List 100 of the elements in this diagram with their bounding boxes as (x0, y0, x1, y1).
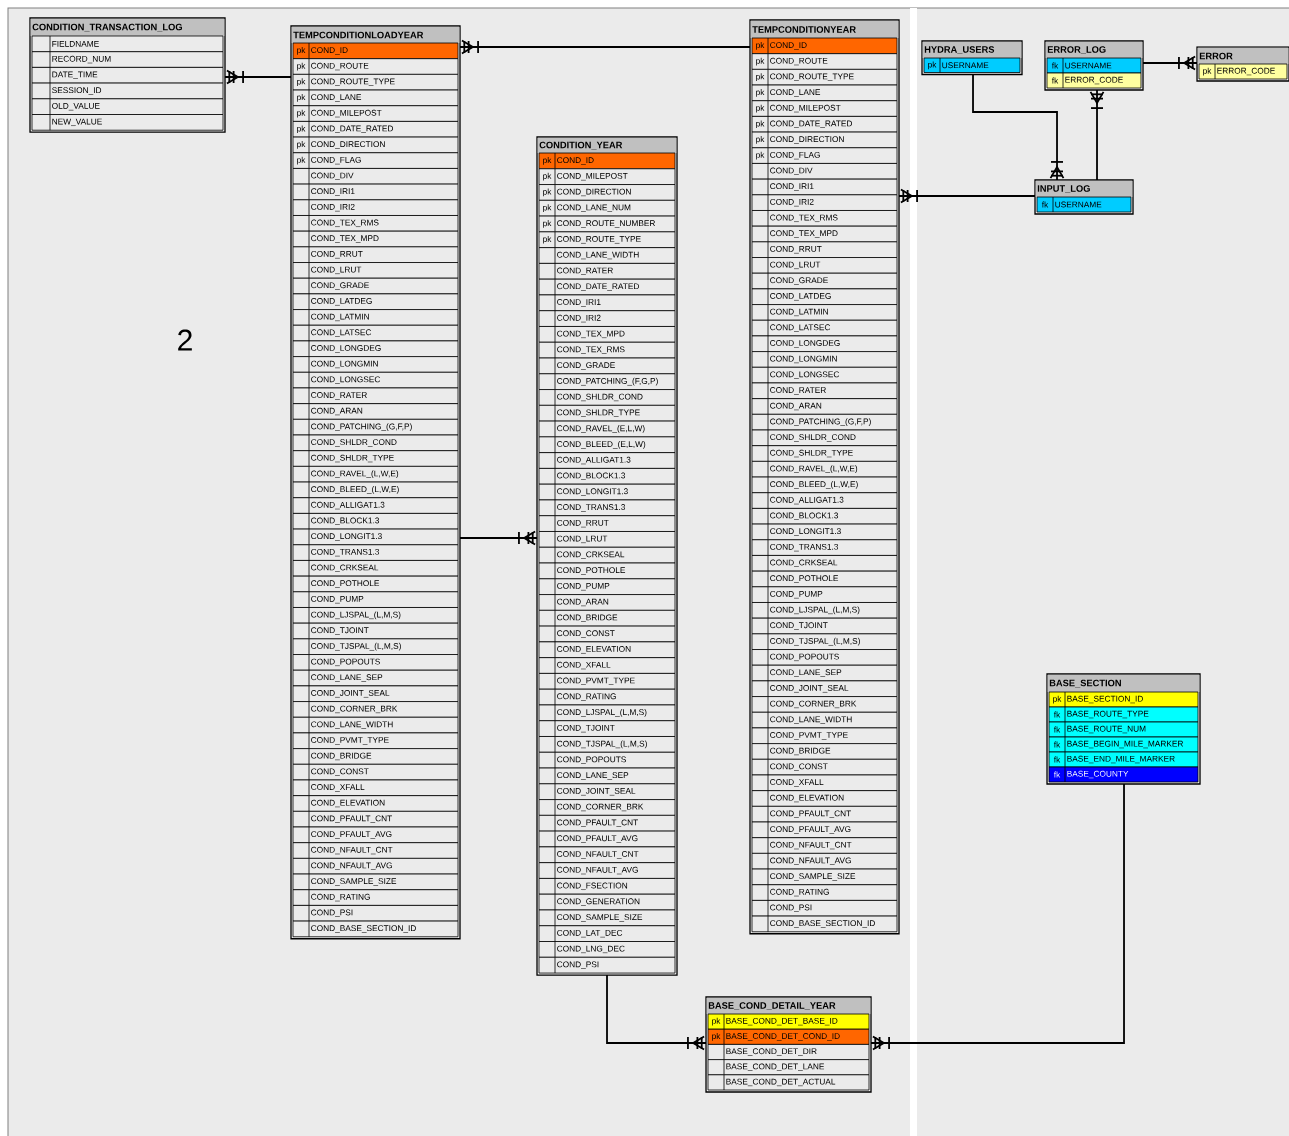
table-row: COND_LONGSEC (751, 366, 898, 384)
table-row: COND_LONGSEC (292, 371, 459, 389)
table-row: COND_BLOCK1.3 (751, 508, 898, 525)
table-row: COND_RATER (538, 263, 676, 280)
table-row: COND_RAVEL_(E,L,W) (538, 420, 676, 438)
table-row: COND_BLEED_(L,W,E) (292, 481, 459, 499)
table-row: COND_BASE_SECTION_ID (751, 915, 898, 933)
table-row: COND_SAMPLE_SIZE (751, 868, 898, 886)
table-row: COND_DIV (292, 168, 459, 185)
table-row: COND_LANE_SEP (292, 669, 459, 687)
table-row: COND_FSECTION (538, 878, 676, 895)
table-row: COND_RAVEL_(L,W,E) (751, 460, 898, 478)
table-row: COND_PFAULT_CNT (292, 810, 459, 828)
table-row: pk COND_ID (751, 37, 898, 55)
table-row: COND_CORNER_BRK (292, 701, 459, 718)
table-row: COND_BRIDGE (538, 609, 676, 627)
table-row: pk COND_ROUTE_TYPE (292, 73, 459, 91)
table-row: COND_LANE_WIDTH (538, 247, 676, 264)
table-row: COND_ALLIGAT1.3 (751, 492, 898, 509)
table-row: COND_CORNER_BRK (538, 799, 676, 816)
table-row: COND_LONGMIN (751, 351, 898, 368)
table-row: NEW_VALUE (31, 114, 224, 131)
table-row: COND_GRADE (751, 272, 898, 290)
table-row: COND_LONGDEG (292, 340, 459, 357)
table-row: COND_SAMPLE_SIZE (538, 909, 676, 927)
table-row: pk COND_ROUTE_TYPE (538, 231, 676, 249)
table-row: COND_PSI (292, 905, 459, 922)
table-row: pk COND_LANE (751, 84, 898, 102)
table-row: COND_LONGMIN (292, 356, 459, 373)
table-row: pk COND_MILEPOST (751, 100, 898, 117)
table-row: DATE_TIME (31, 67, 224, 84)
table-row: pk COND_LANE (292, 89, 459, 107)
table-row: pk USERNAME (923, 57, 1021, 73)
table-row: COND_LAT_DEC (538, 925, 676, 942)
table-row: pk COND_DATE_RATED (751, 116, 898, 133)
table-row: COND_BASE_SECTION_ID (292, 920, 459, 938)
table-row: COND_JOINT_SEAL (751, 680, 898, 697)
table-row: COND_CRKSEAL (292, 560, 459, 577)
table-row: COND_JOINT_SEAL (538, 783, 676, 800)
table-row: COND_TEX_MPD (538, 326, 676, 343)
table-row: COND_LJSPAL_(L,M,S) (751, 602, 898, 619)
table-row: COND_PVMT_TYPE (538, 673, 676, 690)
table-row: RECORD_NUM (31, 51, 224, 68)
table-row: COND_LONGIT1.3 (538, 483, 676, 501)
table-row: COND_LANE_WIDTH (751, 711, 898, 729)
table-row: pk COND_DIRECTION (292, 136, 459, 154)
table-row: COND_POTHOLE (751, 570, 898, 588)
table-row: COND_PSI (538, 956, 676, 974)
table-row: COND_TEX_MPD (292, 230, 459, 248)
table-row: COND_PFAULT_AVG (751, 821, 898, 839)
table-row: pk COND_LANE_NUM (538, 199, 676, 217)
table-row: COND_SHLDR_COND (751, 429, 898, 447)
table-row: COND_PSI (751, 900, 898, 917)
table-row: COND_LATMIN (751, 304, 898, 321)
table-row: COND_DATE_RATED (538, 278, 676, 296)
table-row: COND_PATCHING_(G,F,P) (292, 418, 459, 436)
table-row: COND_CRKSEAL (538, 546, 676, 564)
table-row: pk COND_MILEPOST (538, 168, 676, 185)
table-row: COND_IRI1 (538, 294, 676, 312)
relationship-line (898, 188, 1036, 204)
table-row: COND_IRI1 (292, 183, 459, 201)
table-row: BASE_COND_DET_DIR (707, 1044, 870, 1060)
table-row: COND_TRANS1.3 (538, 499, 676, 517)
table-row: COND_ELEVATION (751, 790, 898, 807)
table-row: fk ERROR_CODE (1046, 72, 1142, 89)
table-row: COND_SHLDR_COND (538, 389, 676, 406)
table-row: COND_LONGDEG (751, 335, 898, 352)
table-row: COND_PFAULT_CNT (538, 814, 676, 832)
table-row: COND_GRADE (538, 357, 676, 375)
table-row: COND_PFAULT_CNT (751, 805, 898, 823)
table-row: COND_LANE_WIDTH (292, 716, 459, 734)
table-row: pk COND_MILEPOST (292, 105, 459, 122)
table-row: COND_GRADE (292, 277, 459, 295)
table-row: COND_PUMP (538, 578, 676, 595)
table-row: COND_NFAULT_CNT (292, 842, 459, 859)
table-row: COND_PATCHING_(G,F,P) (751, 413, 898, 431)
table-row: COND_LJSPAL_(L,M,S) (538, 704, 676, 722)
table-row: COND_TEX_RMS (538, 341, 676, 359)
table-row: COND_IRI2 (751, 194, 898, 211)
table-row: pk COND_ROUTE (292, 58, 459, 75)
table-row: COND_LANE_SEP (538, 767, 676, 785)
table-row: COND_IRI2 (292, 199, 459, 216)
table-row: COND_TJOINT (751, 617, 898, 635)
page-number: 2 (178, 329, 192, 351)
table-row: COND_RATING (751, 884, 898, 901)
table-row: pk BASE_COND_DET_BASE_ID (707, 1013, 870, 1030)
table-row: COND_POPOUTS (751, 649, 898, 666)
table-row: COND_ARAN (751, 398, 898, 415)
table-row: BASE_COND_DET_ACTUAL (707, 1074, 870, 1091)
table-row: pk BASE_COND_DET_COND_ID (707, 1028, 870, 1045)
table-row: COND_PVMT_TYPE (751, 727, 898, 744)
table-row: COND_LATMIN (292, 309, 459, 326)
table-row: COND_SHLDR_TYPE (292, 450, 459, 467)
table-row: COND_TEX_MPD (751, 225, 898, 243)
table-row: pk COND_DIRECTION (751, 131, 898, 149)
table-row: COND_TEX_RMS (292, 215, 459, 232)
table-row: COND_PVMT_TYPE (292, 732, 459, 749)
table-row: COND_PATCHING_(F,G,P) (538, 373, 676, 390)
table-row: COND_LJSPAL_(L,M,S) (292, 607, 459, 624)
table-row: fk BASE_COUNTY (1048, 766, 1199, 783)
